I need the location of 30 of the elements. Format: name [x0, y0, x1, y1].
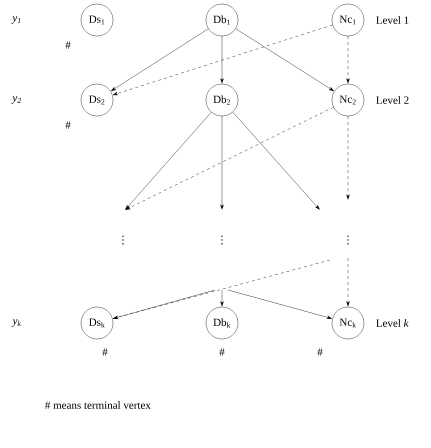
- note: # means terminal vertex: [45, 401, 151, 409]
- arrow: [220, 36, 224, 84]
- arrow: [346, 36, 350, 84]
- arrow: [125, 106, 334, 210]
- arrow: [228, 290, 332, 319]
- terminal-mark: #: [317, 348, 323, 356]
- level-variable: y$_{k}$: [12, 319, 21, 327]
- terminal-mark: #: [65, 121, 71, 129]
- level-label: Level 2: [376, 96, 409, 104]
- arrow: [110, 28, 209, 92]
- arrow: [220, 290, 224, 306]
- arrow: [235, 28, 334, 92]
- level-variable: y$_{2}$: [11, 96, 21, 104]
- ellipsis: ⋮: [122, 236, 124, 244]
- level-label: Level 1: [376, 16, 408, 24]
- ellipsis: ⋮: [347, 236, 349, 244]
- arrow: [346, 258, 350, 306]
- terminal-mark: #: [65, 41, 71, 49]
- arrow: [112, 24, 333, 96]
- arrow: [220, 116, 224, 210]
- terminal-mark: #: [102, 348, 108, 356]
- level-variable: y$_{1}$: [11, 16, 20, 24]
- arrow: [113, 260, 330, 320]
- terminal-mark: #: [219, 348, 225, 356]
- arrow: [346, 116, 350, 200]
- arrow: [113, 290, 216, 319]
- arrow: [232, 112, 320, 210]
- arrow: [125, 112, 212, 210]
- level-label: Level k: [376, 319, 409, 327]
- ellipsis: ⋮: [221, 236, 223, 244]
